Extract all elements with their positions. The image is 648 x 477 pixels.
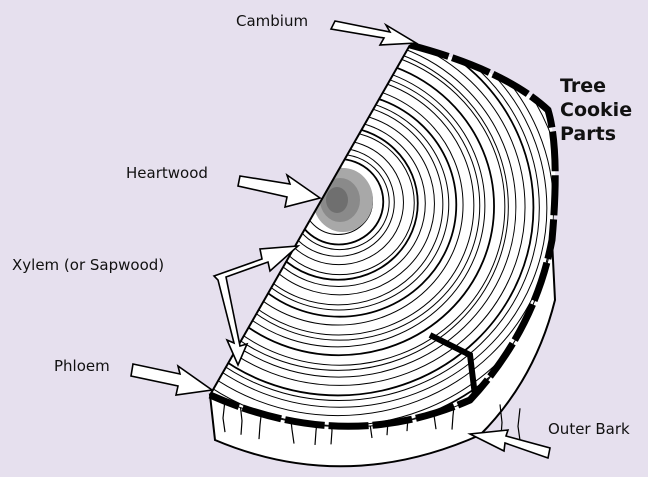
title-line-1: Tree	[560, 74, 632, 98]
label-cambium: Cambium	[236, 12, 308, 30]
label-xylem: Xylem (or Sapwood)	[12, 256, 164, 274]
cookie-face	[77, 0, 599, 461]
diagram-title: Tree Cookie Parts	[560, 74, 632, 146]
title-line-2: Cookie	[560, 98, 632, 122]
arrow-outer-bark	[470, 430, 550, 458]
label-phloem: Phloem	[54, 357, 110, 375]
label-heartwood: Heartwood	[126, 164, 208, 182]
arrow-cambium	[331, 21, 416, 45]
arrow-heartwood	[238, 175, 320, 207]
arrow-phloem	[131, 364, 212, 395]
title-line-3: Parts	[560, 122, 632, 146]
bark-grain-mark	[518, 408, 520, 440]
label-outer-bark: Outer Bark	[548, 420, 630, 438]
